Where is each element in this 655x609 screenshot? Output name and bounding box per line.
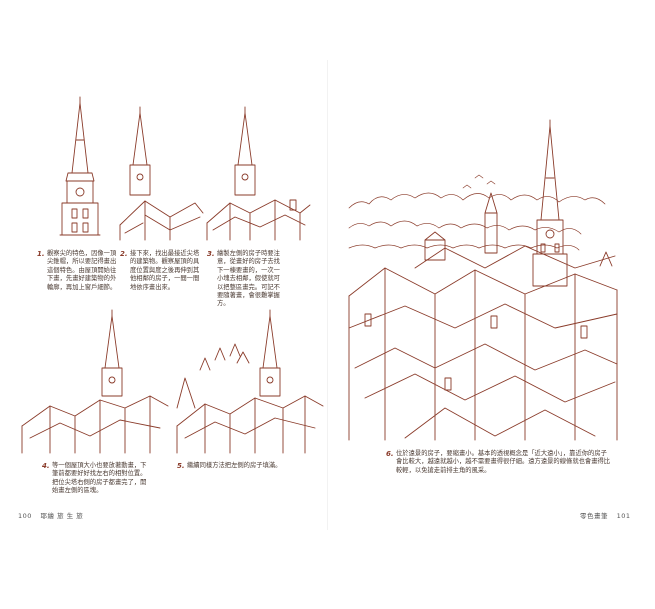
right-running-title: 零色畫筆 bbox=[580, 512, 608, 520]
step-text: 等一個屋頂大小也要放著動畫，下筆前都要好好找左右的相對位置。把位尖塔右側的房子都… bbox=[52, 462, 147, 495]
step-number: 3. bbox=[207, 250, 215, 258]
step-text: 繼續同樣方法把左側的房子填滿。 bbox=[187, 462, 282, 469]
step-number: 5. bbox=[177, 462, 185, 470]
step-5-caption: 5. 繼續同樣方法把左側的房子填滿。 bbox=[177, 462, 317, 470]
page-gutter bbox=[327, 60, 328, 530]
left-footer: 100 耶繪 旅 生 旅 bbox=[18, 510, 83, 520]
right-page-number: 101 bbox=[616, 512, 631, 520]
left-running-title: 耶繪 旅 生 旅 bbox=[40, 512, 84, 520]
left-page-number: 100 bbox=[18, 512, 32, 520]
right-footer: 零色畫筆 101 bbox=[580, 510, 631, 520]
step-number: 6. bbox=[386, 450, 394, 458]
step-text: 繪製左側的房子時要注意，從畫好的房子去找下一棟要畫的，一次一小塊去相鄰，假使就可… bbox=[217, 250, 280, 308]
step-number: 2. bbox=[120, 250, 128, 258]
sketch-step-4-rooftops bbox=[21, 309, 169, 454]
step-6-caption: 6. 位於遠景的房子，要縮畫小。基本的透視概念是「近大遠小」，靠近你的房子會比較… bbox=[386, 450, 611, 475]
step-4-caption: 4. 等一個屋頂大小也要放著動畫，下筆前都要好好找左右的相對位置。把位尖塔右側的… bbox=[42, 462, 152, 496]
step-1-caption: 1. 觀察尖的特色，因像一頂尖錐帽，所以要記得畫出這個特色。由屋頂開始往下畫，先… bbox=[37, 250, 117, 292]
step-text: 位於遠景的房子，要縮畫小。基本的透視概念是「近大遠小」，靠近你的房子會比較大，越… bbox=[396, 450, 611, 474]
sketch-step-2-rooftops bbox=[119, 106, 204, 241]
step-text: 接下來，找出最接近尖塔的建築物。觀察屋頂的具度位置與度之後再伸到其他相鄰的房子，… bbox=[130, 250, 200, 291]
step-number: 4. bbox=[42, 462, 50, 470]
sketch-step-3-rooftops bbox=[206, 106, 311, 241]
step-3-caption: 3. 繪製左側的房子時要注意，從畫好的房子去找下一棟要畫的，一次一小塊去相鄰，假… bbox=[207, 250, 285, 309]
step-2-caption: 2. 接下來，找出最接近尖塔的建築物。觀察屋頂的具度位置與度之後再伸到其他相鄰的… bbox=[120, 250, 200, 292]
step-text: 觀察尖的特色，因像一頂尖錐帽，所以要記得畫出這個特色。由屋頂開始往下畫，先畫好建… bbox=[47, 250, 117, 291]
sketch-step-5-rooftops bbox=[176, 309, 324, 454]
step-number: 1. bbox=[37, 250, 45, 258]
sketch-step-6-city-panorama bbox=[348, 119, 618, 441]
sketch-step-1-steeple bbox=[59, 96, 101, 236]
